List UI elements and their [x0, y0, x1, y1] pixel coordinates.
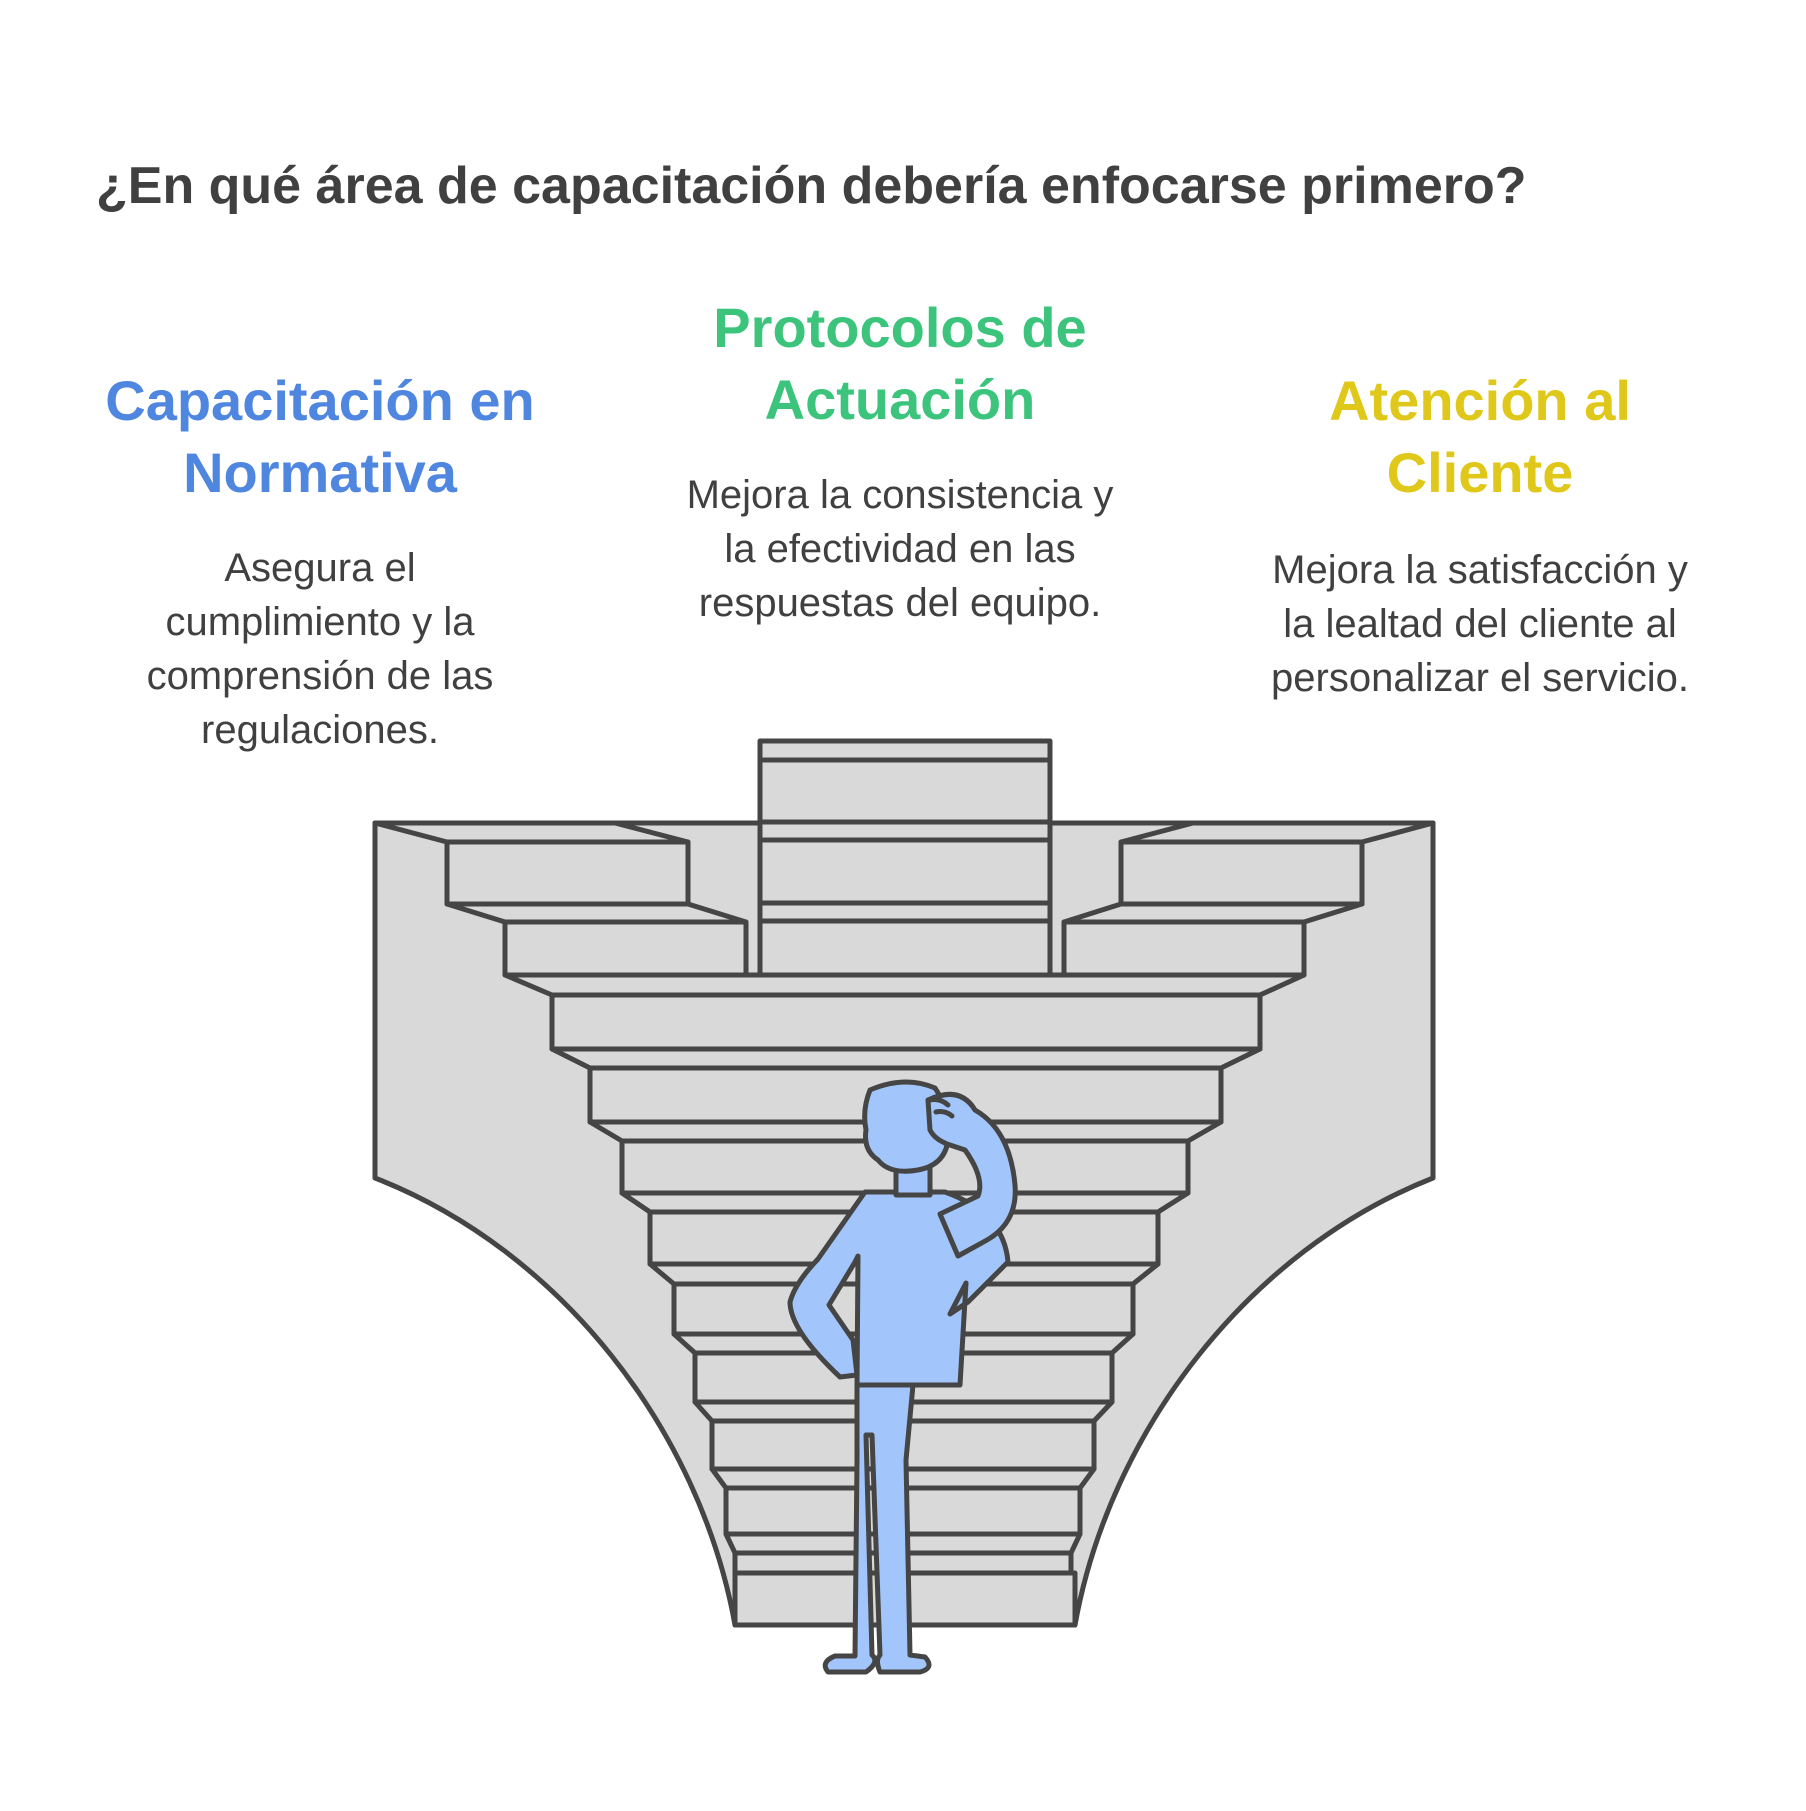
option-protocolos: Protocolos de Actuación Mejora la consis…	[640, 292, 1160, 630]
right-step	[1118, 839, 1365, 907]
center-tower	[757, 738, 1053, 978]
left-step-tread	[444, 901, 749, 925]
option-description: Asegura el cumplimiento y la comprensión…	[90, 541, 550, 757]
option-description: Mejora la satisfacción y la lealtad del …	[1220, 543, 1740, 705]
heading-line: Cliente	[1386, 441, 1574, 504]
description-line: regulaciones.	[201, 708, 439, 752]
right-step-tread	[1061, 901, 1365, 925]
description-line: cumplimiento y la	[165, 600, 475, 644]
page-title: ¿En qué área de capacitación debería enf…	[96, 157, 1527, 215]
heading-line: Actuación	[764, 368, 1036, 431]
description-line: respuestas del equipo.	[698, 581, 1102, 625]
heading-line: Capacitación en	[105, 369, 535, 432]
left-step	[502, 919, 749, 978]
option-heading: Protocolos de Actuación	[640, 292, 1160, 436]
person-thinking-icon	[787, 1079, 1018, 1675]
description-line: comprensión de las	[146, 654, 494, 698]
description-line: Mejora la consistencia y	[686, 473, 1114, 517]
heading-line: Normativa	[183, 441, 457, 504]
step-tread	[549, 1046, 1263, 1071]
description-line: Asegura el	[224, 546, 416, 590]
option-normativa: Capacitación en Normativa Asegura el cum…	[90, 365, 550, 757]
step-tread	[502, 972, 1307, 998]
description-line: la efectividad en las	[724, 527, 1076, 571]
option-atencion: Atención al Cliente Mejora la satisfacci…	[1220, 365, 1740, 705]
option-heading: Atención al Cliente	[1220, 365, 1740, 509]
description-line: personalizar el servicio.	[1271, 656, 1689, 700]
description-line: la lealtad del cliente al	[1283, 602, 1677, 646]
step	[549, 992, 1263, 1052]
heading-line: Protocolos de	[713, 296, 1087, 359]
left-step	[444, 839, 691, 907]
option-description: Mejora la consistencia y la efectividad …	[640, 468, 1160, 630]
option-heading: Capacitación en Normativa	[90, 365, 550, 509]
right-step	[1061, 919, 1307, 978]
heading-line: Atención al	[1329, 369, 1631, 432]
description-line: Mejora la satisfacción y	[1272, 548, 1688, 592]
